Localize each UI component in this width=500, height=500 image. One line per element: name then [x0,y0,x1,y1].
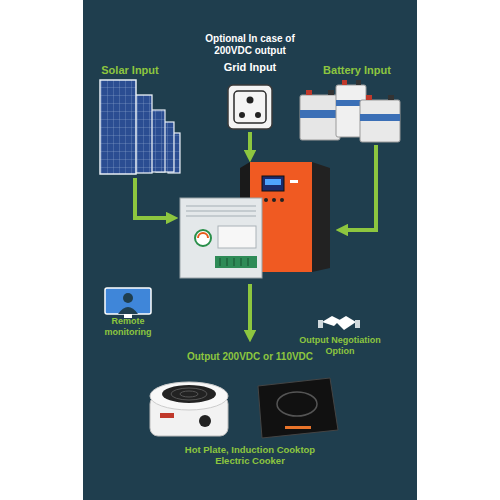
feature-label: Remote monitoring [98,316,158,338]
batteries [360,100,400,142]
grid-socket [228,85,272,129]
batteries [388,95,394,100]
grid-socket [239,112,245,118]
monitor-icon [118,307,138,314]
note-text: Optional In case of 200VDC output [197,33,303,57]
monitor-icon [123,293,133,303]
input-label: Solar Input [90,64,170,77]
icon-group: Battery Input [312,64,402,77]
converter-unit [186,206,256,216]
grid-socket [234,91,266,123]
grid-socket [255,112,261,118]
converter-unit [220,258,248,266]
batteries [356,80,361,85]
converter-unit [180,198,262,278]
batteries [366,95,372,100]
monitor-icon [105,288,151,314]
background [83,0,417,500]
inverter-unit [262,176,284,191]
induction-cooktop [285,426,311,429]
icon-group: Solar Input [90,64,170,77]
batteries [328,90,334,95]
monitor-icon [105,288,151,318]
flow-arrows [248,132,252,156]
grid-socket [228,85,272,129]
hot-plate [180,391,198,397]
flow-arrows [135,132,376,336]
icon-group: Optional In case of 200VDC outputGrid In… [197,33,303,74]
hot-plate [162,385,216,403]
handshake-icon [318,316,360,330]
hot-plate [160,413,174,418]
batteries [360,114,400,121]
flow-arrows [342,145,376,230]
converter-unit [180,198,262,278]
icon-group: Remote monitoring [98,316,158,338]
inverter-unit [264,198,268,202]
hot-plate [150,382,228,436]
handshake-icon [336,316,356,330]
batteries [300,95,340,140]
input-label: Battery Input [312,64,402,77]
flow-arrows [135,178,172,218]
batteries [306,90,312,95]
inverter-unit [272,198,276,202]
inverter-unit [265,179,281,185]
hot-plate [171,388,207,400]
handshake-icon [318,320,323,328]
output-label: Output 200VDC or 110VDC [150,351,350,363]
hot-plate [199,415,211,427]
inverter-unit [290,180,298,183]
induction-cooktop [258,378,338,438]
icon-group: Output 200VDC or 110VDC Hot Plate, Induct… [150,351,350,467]
appliance-label: Hot Plate, Induction Cooktop Electric Co… [171,444,329,467]
converter-unit [218,226,256,248]
input-label: Grid Input [197,61,303,74]
inverter-unit [312,162,330,272]
induction-cooktop [277,392,317,416]
flow-arrows [248,284,252,336]
converter-unit [195,230,211,246]
batteries [300,110,340,118]
inverter-unit [280,198,284,202]
hot-plate [150,382,228,410]
converter-unit [198,233,208,238]
solar-panels [100,80,136,174]
induction-cooktop [258,378,338,438]
batteries [300,80,400,142]
grid-socket [247,97,254,104]
solar-panels [100,80,180,174]
handshake-icon [322,316,340,326]
batteries [342,80,347,85]
handshake-icon [355,320,360,328]
converter-unit [215,256,257,268]
